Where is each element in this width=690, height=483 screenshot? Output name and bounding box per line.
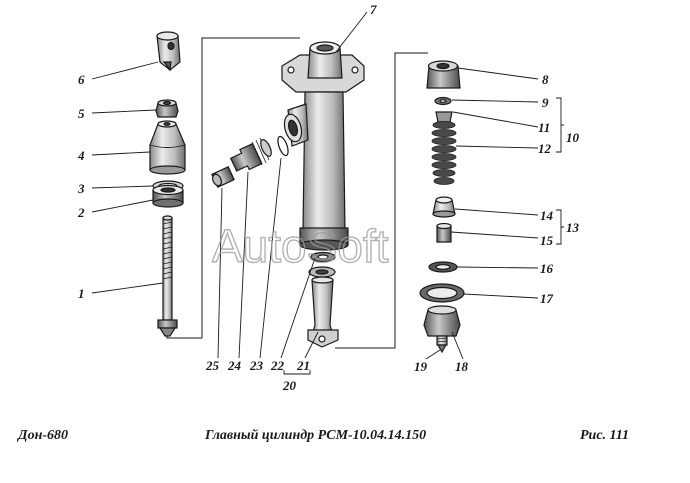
footer-model: Дон-680 [18,428,68,443]
part-22-seal [308,251,336,278]
part-7-cylinder-body [281,41,365,251]
watermark: AutoSoft [212,220,389,272]
part-16-seal [428,261,458,273]
callout-24: 24 [227,358,242,373]
callout-11: 11 [538,120,550,135]
callout-21: 21 [296,358,310,373]
part-23-oring [277,135,289,157]
callout-16: 16 [540,261,554,276]
callout-18: 18 [455,359,469,374]
callout-8: 8 [542,72,549,87]
callout-14: 14 [540,208,554,223]
part-4-boot [149,120,186,175]
callout-25: 25 [205,358,220,373]
callout-10: 10 [566,130,580,145]
callout-17: 17 [540,291,554,306]
callout-19: 19 [414,359,428,374]
callout-12: 12 [538,141,552,156]
part-6-clevis [156,31,181,72]
callout-13: 13 [566,220,580,235]
callout-5: 5 [78,106,85,121]
footer-figure-number: Рис. 111 [580,428,630,443]
callout-23: 23 [249,358,264,373]
part-18-19-bleeder [423,305,461,354]
part-9-ring [434,96,452,106]
callout-20: 20 [282,378,297,393]
callout-3: 3 [77,181,85,196]
part-8-cap [426,60,461,89]
callout-4: 4 [77,148,85,163]
footer-title: Главный цилиндр РСМ-10.04.14.150 [205,428,427,443]
part-21-piston [307,276,339,348]
callout-9: 9 [542,95,549,110]
part-11-12-spring [431,111,457,185]
part-15-valve-body [436,222,452,243]
callout-2: 2 [77,205,85,220]
part-24-fitting [229,137,272,172]
part-2-bushing [152,184,184,208]
part-5-nut [155,99,179,118]
callout-7: 7 [370,2,377,17]
part-14-valve [432,196,456,218]
callout-15: 15 [540,233,554,248]
callout-6: 6 [78,72,85,87]
part-25-plug [211,166,235,188]
callout-1: 1 [78,286,85,301]
part-17-washer [419,283,465,303]
callout-labels: 1 2 3 4 5 6 7 8 9 10 11 12 13 14 15 16 1… [77,2,580,393]
callout-22: 22 [270,358,285,373]
leader-lines [91,11,564,375]
part-1-push-rod [157,215,178,337]
